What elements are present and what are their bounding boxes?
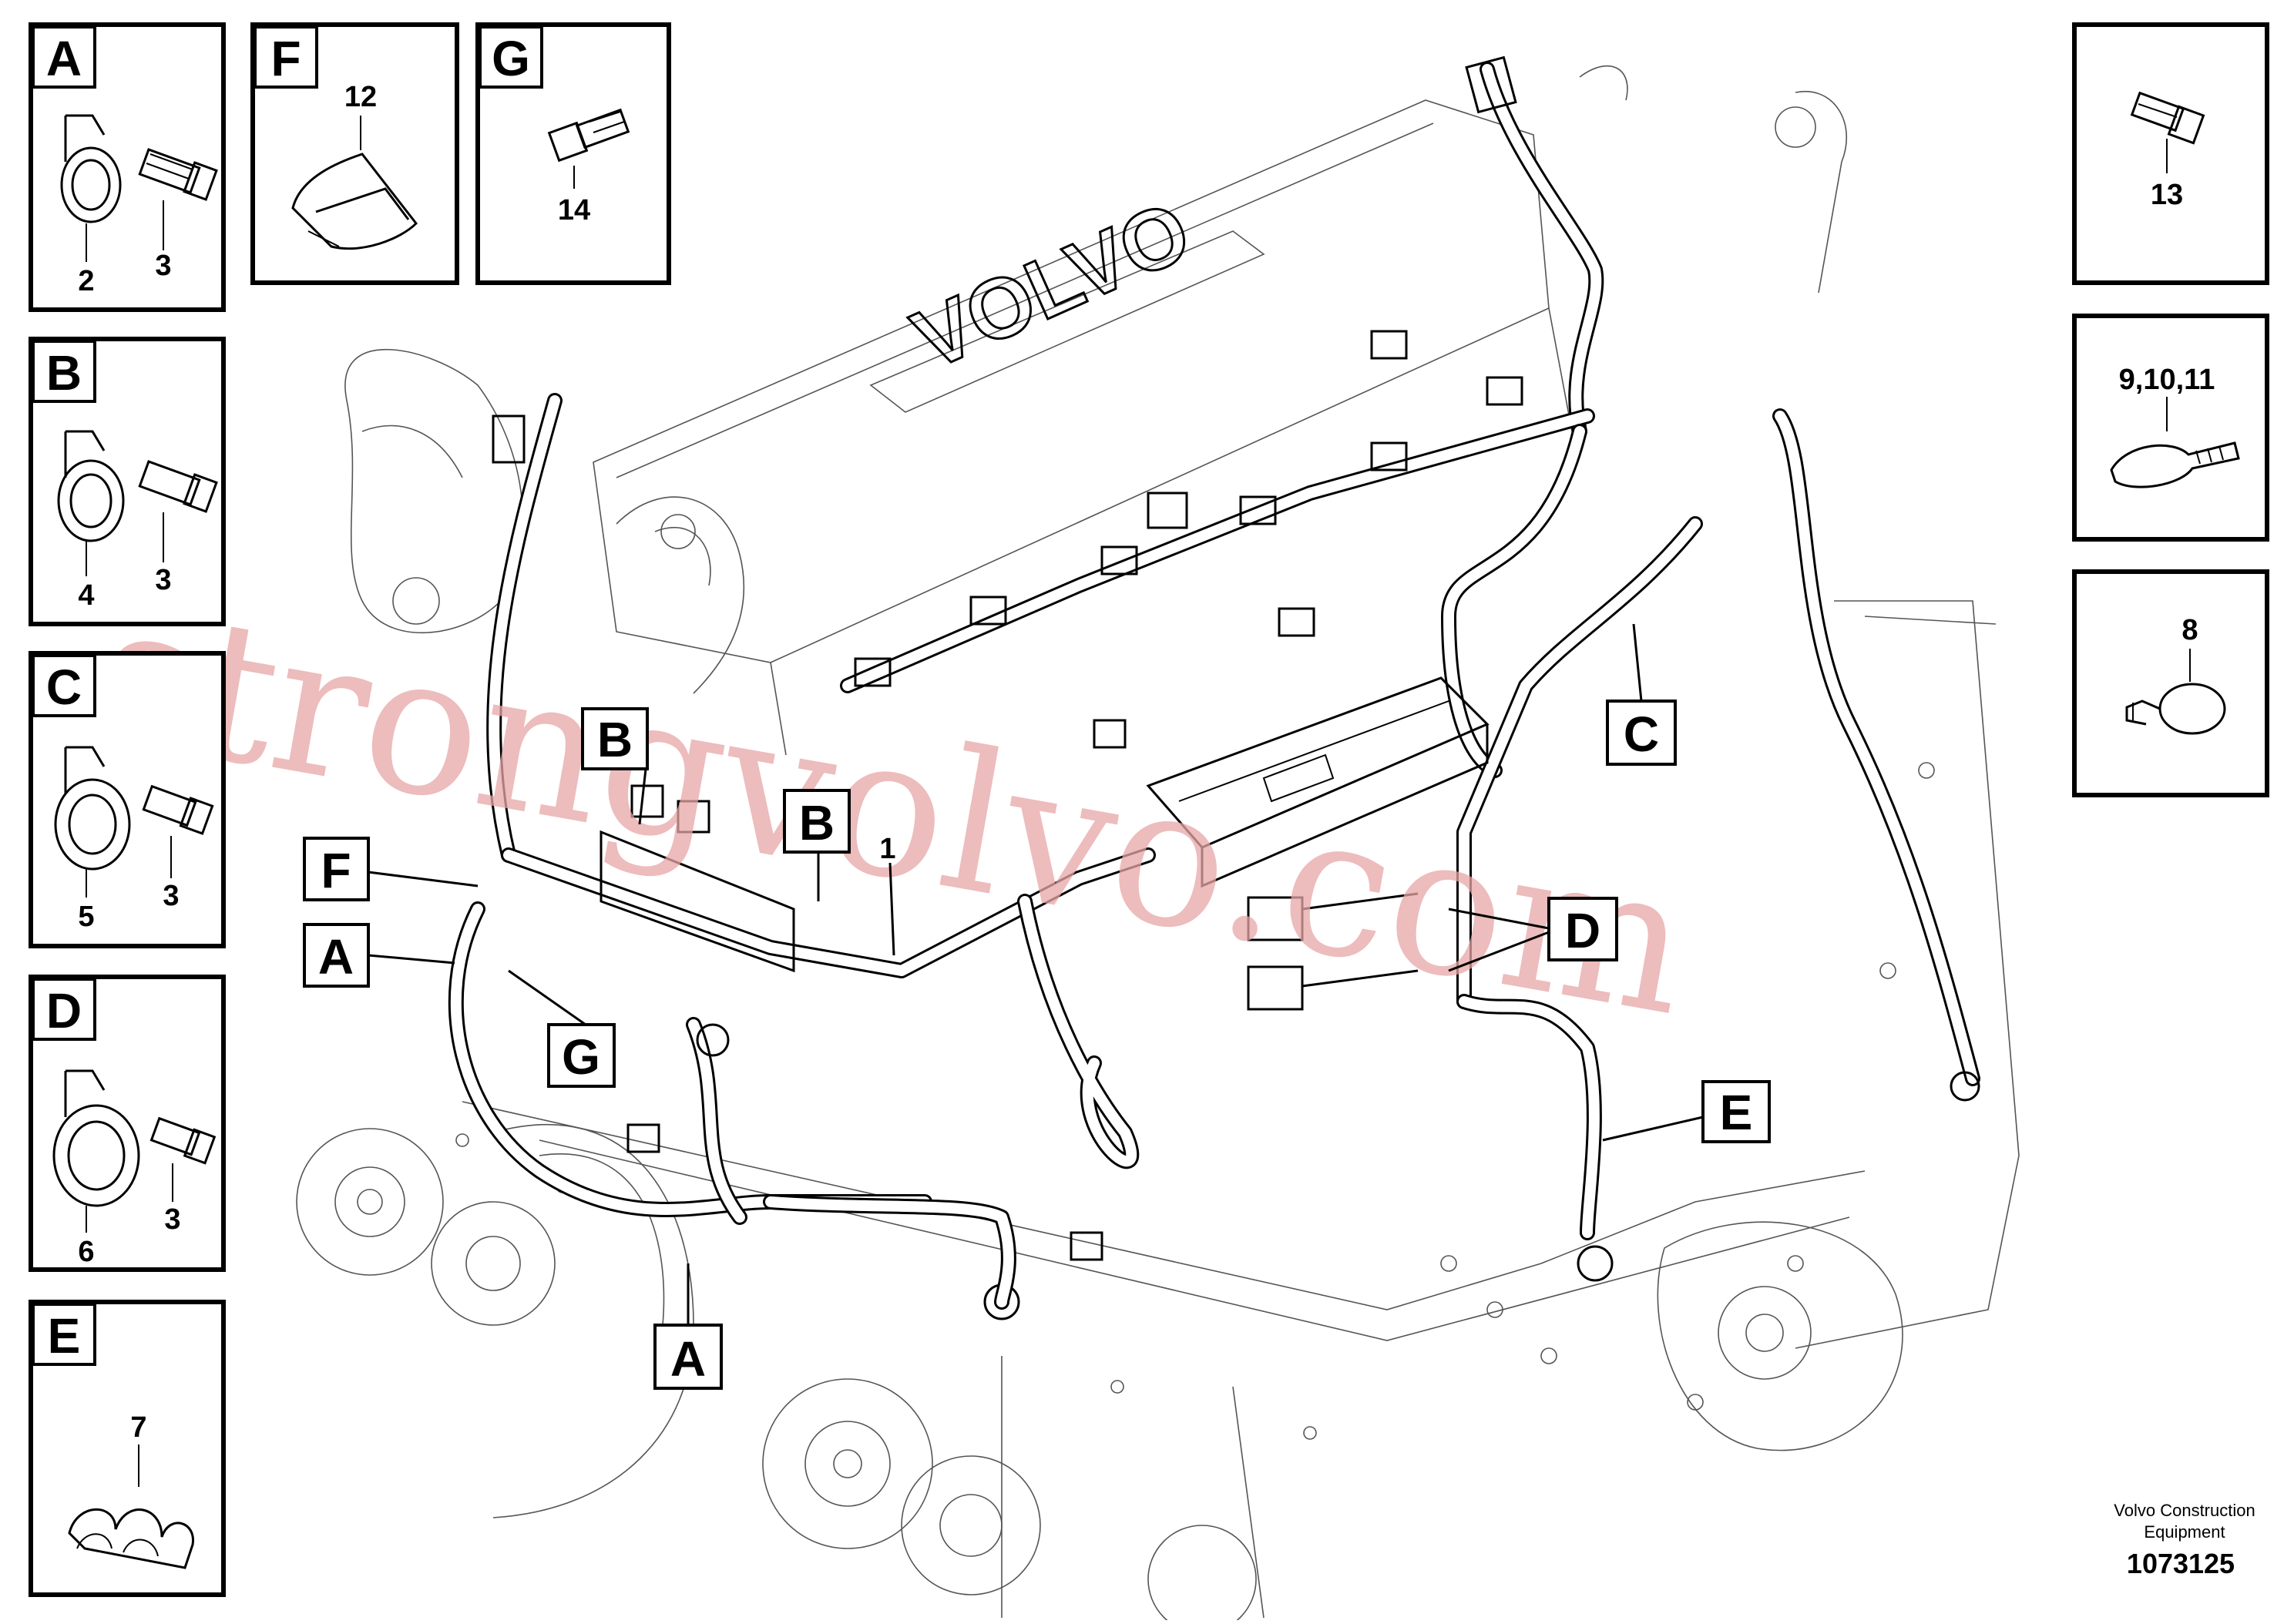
panel-d-number-2: 3 — [164, 1203, 180, 1236]
drawing-number: 1073125 — [2127, 1548, 2235, 1579]
wiring-harness — [448, 55, 1980, 1320]
engine-logo: VOLVO — [900, 183, 1204, 388]
callout-a1[interactable]: A — [303, 923, 370, 988]
panel-8-number: 8 — [2181, 614, 2198, 646]
detail-panel-a[interactable]: A 2 3 — [29, 22, 226, 312]
panel-e-number-1: 7 — [130, 1411, 146, 1444]
callout-b2-label: B — [799, 795, 835, 851]
clip-icon — [68, 1508, 194, 1569]
company-line-2: Equipment — [2144, 1522, 2225, 1542]
bolt-icon — [138, 460, 218, 513]
cable-tie-icon — [2110, 441, 2240, 488]
callout-b2[interactable]: B — [783, 789, 851, 854]
part-1-label: 1 — [879, 833, 895, 865]
bracket-icon — [291, 153, 418, 250]
detail-panel-c[interactable]: C 5 3 — [29, 651, 226, 948]
detail-panel-e[interactable]: E 7 — [29, 1300, 226, 1597]
panel-f-number-1: 12 — [344, 81, 377, 113]
panel-e-letter: E — [48, 1308, 81, 1364]
panel-d-number-1: 6 — [78, 1236, 94, 1268]
detail-panel-13[interactable]: 13 — [2072, 22, 2269, 285]
panel-a-number-1: 2 — [78, 265, 94, 297]
panel-a-number-2: 3 — [155, 250, 171, 282]
panel-13-number: 13 — [2151, 179, 2183, 211]
panel-g-letter: G — [492, 31, 530, 86]
panel-a-letter: A — [46, 31, 82, 86]
clamp-icon — [54, 746, 131, 871]
panel-c-letter: C — [46, 659, 82, 715]
leader-lines — [368, 623, 1704, 1325]
callout-e-label: E — [1720, 1085, 1753, 1140]
panel-c-number-2: 3 — [163, 880, 179, 912]
clamp-icon — [60, 114, 122, 223]
panel-f-letter: F — [270, 31, 301, 86]
detail-panel-9-10-11[interactable]: 9,10,11 — [2072, 314, 2269, 542]
callout-a2[interactable]: A — [653, 1324, 723, 1390]
panel-9-10-11-number: 9,10,11 — [2119, 364, 2215, 396]
callout-c-label: C — [1624, 706, 1659, 762]
detail-panel-b[interactable]: B 4 3 — [29, 337, 226, 626]
callout-f-label: F — [321, 843, 351, 898]
bolt-icon — [2130, 91, 2205, 145]
callout-a1-label: A — [318, 929, 354, 985]
callout-b1-label: B — [597, 712, 633, 767]
callout-g-label: G — [562, 1029, 600, 1085]
p-clip-icon — [2125, 683, 2226, 735]
panel-b-letter: B — [46, 345, 82, 401]
clamp-icon — [57, 430, 125, 542]
panel-d-letter: D — [46, 983, 82, 1038]
company-line-1: Volvo Construction — [2114, 1501, 2255, 1520]
detail-panel-f[interactable]: F 12 — [250, 22, 459, 285]
detail-panel-d[interactable]: D 6 3 — [29, 975, 226, 1272]
bolt-icon — [547, 108, 630, 163]
callout-e[interactable]: E — [1701, 1080, 1771, 1143]
callout-d-label: D — [1565, 903, 1600, 958]
callout-f[interactable]: F — [303, 837, 370, 901]
bolt-icon — [149, 1116, 217, 1165]
callout-b1[interactable]: B — [581, 707, 649, 770]
drawing-footer: Volvo Construction Equipment 1073125 — [2114, 1501, 2255, 1579]
bolt-icon — [142, 784, 214, 835]
panel-g-number-1: 14 — [558, 194, 590, 226]
callout-g[interactable]: G — [547, 1023, 616, 1088]
clamp-icon — [52, 1069, 140, 1207]
engine-outline — [296, 65, 2020, 1624]
panel-b-number-1: 4 — [78, 579, 94, 612]
detail-panel-8[interactable]: 8 — [2072, 569, 2269, 797]
callout-a2-label: A — [670, 1331, 706, 1387]
panel-c-number-1: 5 — [78, 901, 94, 933]
panel-b-number-2: 3 — [155, 564, 171, 596]
detail-panel-g[interactable]: G 14 — [475, 22, 671, 285]
callout-c[interactable]: C — [1606, 700, 1677, 766]
callout-d[interactable]: D — [1547, 897, 1618, 961]
bolt-icon — [138, 148, 218, 201]
